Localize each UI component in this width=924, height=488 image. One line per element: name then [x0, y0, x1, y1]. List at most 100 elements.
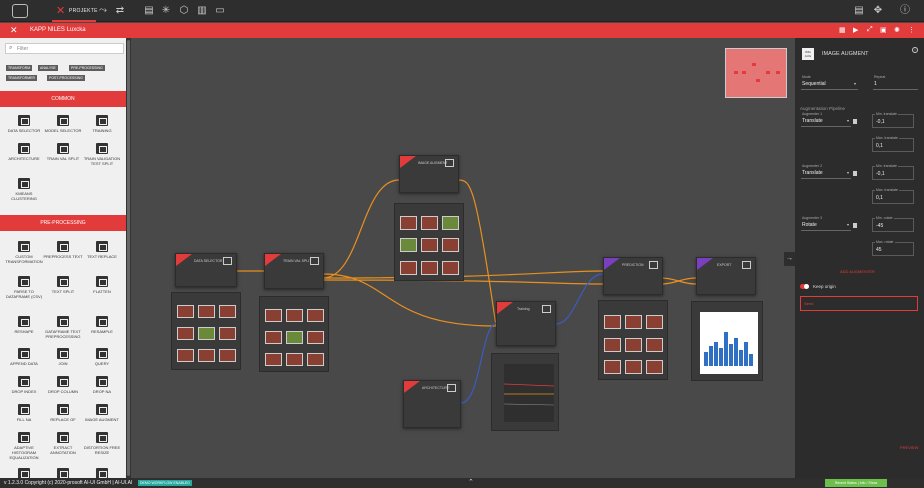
node-reshape[interactable]: RESHAPE: [4, 316, 44, 334]
info-icon[interactable]: ⓘ: [900, 5, 910, 16]
preview-button[interactable]: PREVIEW: [900, 445, 919, 450]
document-icon[interactable]: ▥: [197, 5, 207, 16]
canvas-node-prediction[interactable]: PREDICTION: [603, 257, 663, 295]
section-preprocessing[interactable]: PRE-PROCESSING: [0, 215, 126, 231]
status-indicator[interactable]: Recent Status | Info / Show: [825, 479, 887, 487]
node-fill-na[interactable]: FILL NA: [4, 404, 44, 422]
tag-filter[interactable]: ANALYSE: [38, 65, 58, 71]
close-icon[interactable]: ✕: [10, 25, 18, 35]
node-adaptive-histogram[interactable]: ADAPTIVE HISTOGRAM EQUALIZATION: [4, 432, 44, 460]
info-icon[interactable]: i: [912, 47, 918, 53]
app-logo-icon[interactable]: [12, 4, 28, 18]
node-flatten[interactable]: FLATTEN: [82, 276, 122, 294]
histogram-bars: [704, 332, 753, 366]
gear-icon[interactable]: ✥: [873, 5, 883, 16]
min-rotate-field[interactable]: Min. rotate-45: [872, 216, 914, 232]
add-augmenter-button[interactable]: ADD AUGMENTER: [840, 269, 875, 274]
node-extract-annotation[interactable]: EXTRACT ANNOTATION: [43, 432, 83, 455]
cube-icon[interactable]: ⬡: [179, 5, 189, 16]
node-data-selector[interactable]: DATA SELECTOR: [4, 115, 44, 133]
delete-icon[interactable]: [853, 223, 857, 228]
node-train-val-split[interactable]: TRAIN VAL SPLIT: [43, 143, 83, 161]
min-translate-field[interactable]: Min. translate-0,1: [872, 164, 914, 180]
field-label: Max. rotate: [875, 240, 895, 244]
settings-icon[interactable]: ✺: [894, 27, 900, 34]
node-training[interactable]: TRAINING: [82, 115, 122, 133]
node-replace-of[interactable]: REPLACE OF: [43, 404, 83, 422]
node-distortion-free-resize[interactable]: DISTORTION FREE RESIZE: [82, 432, 122, 455]
seed-field[interactable]: Seed: [800, 296, 918, 311]
node-text-split[interactable]: TEXT SPLIT: [43, 276, 83, 294]
save-icon[interactable]: ▣: [880, 27, 887, 34]
canvas-node-export[interactable]: EXPORT: [696, 257, 756, 295]
chevron-up-icon[interactable]: ⌃: [468, 479, 474, 486]
delete-icon[interactable]: [853, 171, 857, 176]
toggle-switch[interactable]: [800, 284, 809, 289]
database-icon[interactable]: ▤: [144, 5, 154, 16]
tag-filter[interactable]: TRANSFORMER: [6, 75, 38, 81]
transfer-icon[interactable]: ⇄: [115, 5, 125, 16]
node-image-augment[interactable]: IMAGE AUGMENT: [82, 404, 122, 422]
grid-icon[interactable]: ▦: [839, 27, 846, 34]
chart-line: [503, 383, 555, 387]
split-icon: [57, 143, 69, 154]
node-drop-index[interactable]: DROP INDEX: [4, 376, 44, 394]
node-append-data[interactable]: APPEND DATA: [4, 348, 44, 366]
preview-image: [177, 349, 194, 362]
fit-icon[interactable]: ⤢: [867, 26, 873, 33]
tag-filter[interactable]: PRE-PROCESSING: [69, 65, 105, 71]
training-chart-panel: [491, 353, 559, 431]
tag-filter[interactable]: TRANSFORM: [6, 65, 33, 71]
histogram-panel: [691, 301, 763, 381]
play-icon[interactable]: ▶: [853, 27, 859, 34]
node-preprocess-text[interactable]: PREPROCESS TEXT: [43, 241, 83, 259]
augmenter-1-select[interactable]: Augmenter 1 Translate ▾: [801, 112, 851, 127]
canvas-node-training[interactable]: Training: [496, 301, 556, 346]
tab-projects[interactable]: ✕ PROJEKTE: [52, 0, 97, 22]
notes-icon[interactable]: ▤: [854, 5, 864, 16]
node-query[interactable]: QUERY: [82, 348, 122, 366]
delete-icon[interactable]: [853, 119, 857, 124]
workflow-icon[interactable]: ⤳: [99, 5, 107, 16]
canvas-node-data-selector[interactable]: DATA SELECTOR: [175, 253, 237, 287]
workflow-canvas[interactable]: DATA SELECTOR TRAIN VAL SPLIT IMAGE AUGM…: [131, 38, 795, 478]
expand-panel-button[interactable]: →: [784, 252, 795, 266]
canvas-node-train-val-split[interactable]: TRAIN VAL SPLIT: [264, 253, 324, 289]
augmenter-3-select[interactable]: Augmenter 3 Rotate ▾: [801, 216, 851, 231]
canvas-node-architecture[interactable]: ARCHITECTURE: [403, 380, 461, 428]
filter-input[interactable]: ⌕ Filter: [5, 43, 124, 54]
augmenter-2-select[interactable]: Augmenter 2 Translate ▾: [801, 164, 851, 179]
node-architecture[interactable]: ARCHITECTURE: [4, 143, 44, 161]
node-more[interactable]: [82, 468, 122, 478]
canvas-node-image-augment[interactable]: IMAGE AUGMENT: [399, 155, 459, 193]
spark-icon[interactable]: ✳: [161, 5, 171, 16]
node-parse-to-dataframe[interactable]: PARSE TO DATAFRAME (CSV): [4, 276, 44, 299]
node-drop-na[interactable]: DROP NA: [82, 376, 122, 394]
section-common[interactable]: COMMON: [0, 91, 126, 107]
sidebar-scroll-thumb[interactable]: [127, 40, 130, 476]
mode-select[interactable]: Mode Sequential ▾: [801, 75, 858, 90]
node-icon: [57, 468, 69, 478]
min-translate-field[interactable]: Min. translate-0,1: [872, 112, 914, 128]
more-icon[interactable]: ⋮: [908, 27, 915, 34]
node-model-selector[interactable]: MODEL SELECTOR: [43, 115, 83, 133]
node-more[interactable]: [4, 468, 44, 478]
tag-filter[interactable]: POST-PROCESSING: [47, 75, 85, 81]
repeat-field[interactable]: Repeat 1: [873, 75, 918, 90]
preview-image: [286, 331, 303, 344]
node-join[interactable]: JOIN: [43, 348, 83, 366]
node-resample[interactable]: RESAMPLE: [82, 316, 122, 334]
node-kmeans[interactable]: KMEANS CLUSTERING: [4, 178, 44, 201]
node-drop-column[interactable]: DROP COLUMN: [43, 376, 83, 394]
node-dataframe-text-preprocessing[interactable]: DATAFRAME TEXT PREPROCESSING: [43, 316, 83, 339]
node-text-replace[interactable]: TEXT REPLACE: [82, 241, 122, 259]
monitor-icon[interactable]: ▭: [215, 5, 225, 16]
node-more[interactable]: [43, 468, 83, 478]
node-custom-transformation[interactable]: CUSTOM TRANSFORMATION: [4, 241, 44, 264]
keep-origin-toggle[interactable]: Keep origin: [800, 283, 918, 290]
node-train-validation-test-split[interactable]: TRAIN VALIDATION TEST SPLIT: [82, 143, 122, 166]
minimap[interactable]: [725, 48, 787, 98]
